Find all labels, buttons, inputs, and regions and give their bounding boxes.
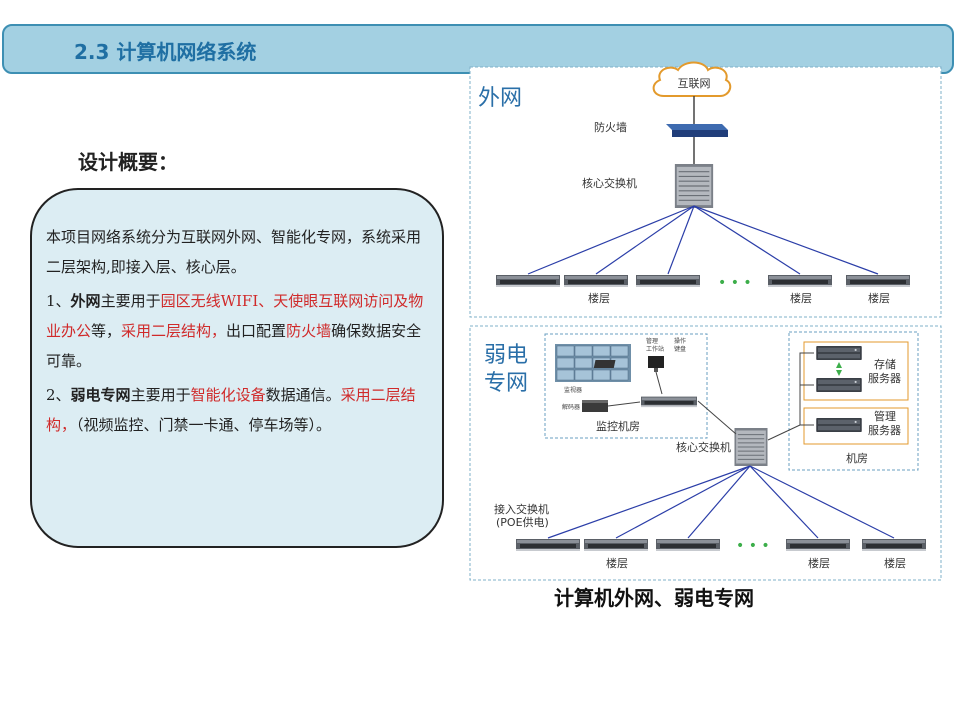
floor-label: 楼层 — [606, 556, 628, 570]
core-switch-icon-private — [734, 428, 768, 466]
keyboard-icon — [593, 360, 616, 368]
more-switches-dots: • • • — [736, 538, 770, 554]
internet-label: 互联网 — [678, 77, 711, 90]
access-switch-label-1: 接入交换机 — [494, 502, 549, 516]
workstation-label-1: 管理 — [646, 337, 658, 345]
page-title: 2.3 计算机网络系统 — [74, 40, 257, 64]
firewall-icon — [666, 124, 728, 137]
overview-heading: 设计概要： — [78, 150, 178, 174]
floor-label: 楼层 — [808, 556, 830, 570]
storage-link-arrows — [836, 362, 842, 376]
management-label-2: 服务器 — [868, 424, 901, 437]
management-label-1: 管理 — [874, 409, 896, 423]
overview-item-private: 2、弱电专网主要用于智能化设备数据通信。采用二层结构，（视频监控、门禁一卡通、停… — [46, 386, 416, 434]
management-server-box — [803, 407, 909, 445]
floor-switch-icon — [564, 275, 628, 287]
overview-box: 本项目网络系统分为互联网外网、智能化专网，系统采用二层架构,即接入层、核心层。 … — [30, 188, 444, 548]
access-switch-icon — [862, 539, 926, 551]
server-room-box — [788, 331, 919, 471]
firewall-label: 防火墙 — [594, 120, 627, 134]
core-switch-label-external: 核心交换机 — [582, 176, 637, 190]
monitoring-room-box — [544, 333, 708, 439]
access-switch-icon — [786, 539, 850, 551]
storage-label-2: 服务器 — [868, 372, 901, 385]
storage-server-icon — [816, 378, 862, 392]
external-links — [527, 205, 879, 275]
floor-label: 楼层 — [884, 556, 906, 570]
monitoring-room-label: 监控机房 — [596, 419, 640, 433]
monitor-label: 监视器 — [564, 386, 582, 394]
core-switch-label-private: 核心交换机 — [676, 440, 731, 454]
floor-switch-icon — [496, 275, 560, 287]
floor-switch-icon — [846, 275, 910, 287]
keyboard-label-1: 操作 — [674, 337, 686, 345]
private-network-title-line1: 弱电 — [484, 343, 528, 368]
workstation-label-2: 工作站 — [646, 345, 664, 353]
access-switch-icon — [516, 539, 580, 551]
decoder-label: 解码器 — [562, 403, 580, 411]
server-links — [767, 352, 814, 441]
access-switch-icon — [656, 539, 720, 551]
title-bar: 2.3 计算机网络系统 — [2, 24, 954, 74]
external-network-title: 外网 — [478, 86, 522, 111]
core-switch-icon-external — [674, 164, 714, 208]
monitoring-links — [607, 371, 663, 407]
video-wall-icon — [555, 344, 631, 382]
keyboard-label-2: 键盘 — [674, 345, 686, 353]
more-switches-dots: • • • — [718, 275, 752, 291]
term-external: 外网 — [70, 292, 101, 310]
floor-label: 楼层 — [868, 291, 890, 305]
access-switch-icon — [584, 539, 648, 551]
monitoring-switch-icon — [641, 396, 697, 408]
decoder-icon — [582, 400, 608, 412]
workstation-icon — [648, 356, 664, 372]
private-network-title-line2: 专网 — [484, 371, 528, 396]
floor-switch-icon — [636, 275, 700, 287]
overview-item-external: 1、外网主要用于园区无线WIFI、天使眼互联网访问及物业办公等，采用二层结构，出… — [46, 292, 424, 370]
storage-label-1: 存储 — [874, 357, 896, 371]
storage-server-box — [803, 341, 909, 401]
storage-server-icon — [816, 346, 862, 360]
access-switch-label-2: (POE供电) — [496, 515, 549, 529]
server-room-label: 机房 — [846, 451, 868, 465]
monitor-core-link — [697, 400, 737, 435]
management-server-icon — [816, 418, 862, 432]
floor-label: 楼层 — [790, 291, 812, 305]
floor-switch-icon — [768, 275, 832, 287]
diagram-caption: 计算机外网、弱电专网 — [554, 586, 754, 610]
floor-label: 楼层 — [588, 291, 610, 305]
internet-cloud-icon — [652, 61, 732, 97]
overview-intro: 本项目网络系统分为互联网外网、智能化专网，系统采用二层架构,即接入层、核心层。 — [46, 228, 422, 276]
private-links — [547, 465, 895, 539]
term-private: 弱电专网 — [70, 386, 131, 404]
